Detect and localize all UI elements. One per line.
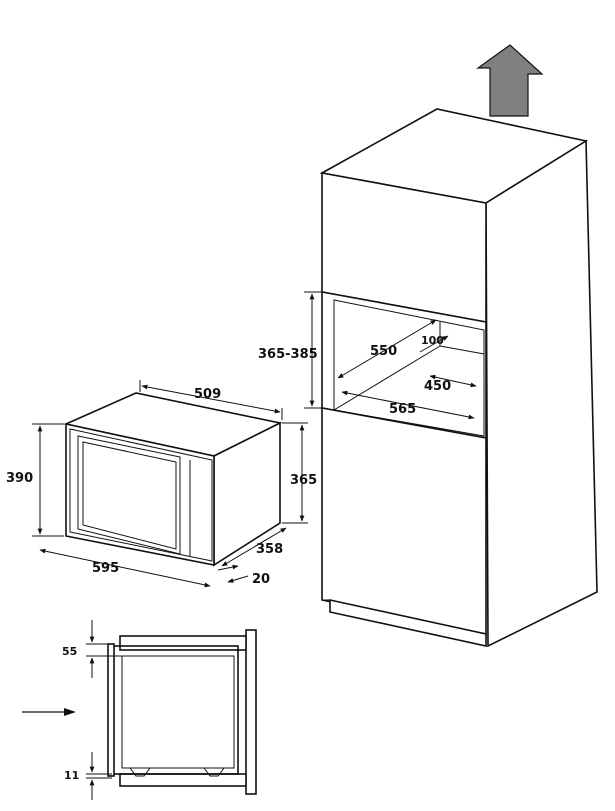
- side-section-view: [107, 629, 257, 795]
- microwave-perspective: [63, 392, 283, 567]
- niche-top-gap-dimension: [419, 335, 449, 353]
- cabinet: [319, 108, 598, 648]
- niche-depth-label: 550: [370, 344, 397, 359]
- microwave-body-depth-dimension: [221, 527, 287, 567]
- niche-height-label: 365-385: [258, 347, 318, 362]
- microwave-body-depth-label: 358: [256, 542, 283, 557]
- microwave-width-dimension: [39, 548, 211, 588]
- microwave-height-label: 390: [6, 471, 33, 486]
- side-bottom-offset-dimension: [86, 752, 112, 800]
- microwave-width-label: 595: [92, 561, 119, 576]
- microwave-body-height-dimension: [282, 422, 308, 524]
- niche-width-label: 565: [389, 402, 416, 417]
- niche-depth-dimension: [337, 319, 437, 379]
- microwave-height-dimension: [32, 423, 64, 537]
- side-bottom-offset-label: 11: [64, 769, 79, 782]
- microwave-depth-label: 509: [194, 387, 221, 402]
- niche-height-dimension: [304, 291, 322, 409]
- niche-inner-width-label: 450: [424, 379, 451, 394]
- front-offset-dimension: [217, 564, 249, 583]
- arrow-right-icon: [22, 708, 76, 716]
- microwave-depth-dimension: [139, 380, 283, 420]
- arrow-up-icon: [476, 44, 544, 117]
- niche-width-dimension: [341, 390, 475, 420]
- side-top-offset-dimension: [86, 620, 122, 678]
- side-top-offset-label: 55: [62, 645, 77, 658]
- microwave-body-height-label: 365: [290, 473, 317, 488]
- niche-inner-width-dimension: [429, 374, 477, 388]
- front-offset-label: 20: [252, 572, 270, 587]
- niche-top-gap-label: 100: [421, 334, 444, 347]
